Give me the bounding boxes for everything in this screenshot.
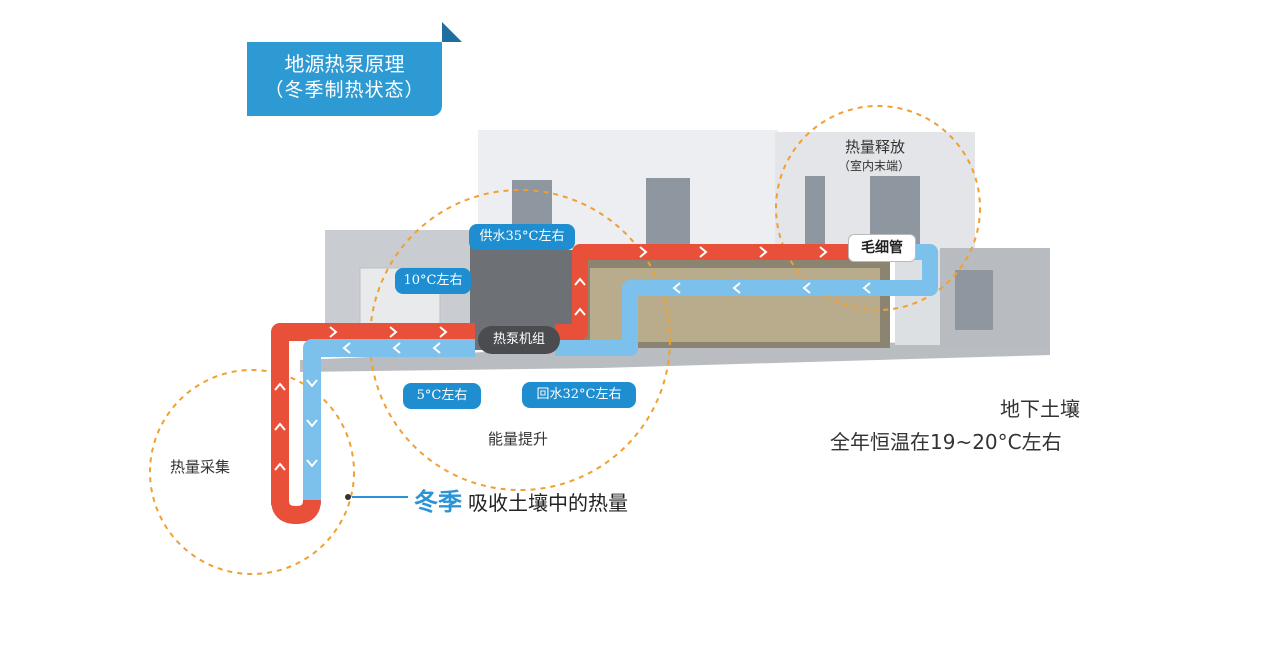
return-water-label: 回水32°C左右: [522, 382, 636, 408]
cold-flow-arrows: [306, 282, 871, 468]
title-line1: 地源热泵原理: [284, 52, 405, 76]
energy-boost-label: 能量提升: [488, 430, 549, 448]
ten-c-label: 10°C左右: [395, 268, 471, 294]
cold-pipe-ground: [303, 339, 475, 505]
constant-temp-label: 全年恒温在19~20°C左右: [830, 430, 1062, 454]
heat-release-label: 热量释放: [845, 138, 906, 156]
window-5: [955, 270, 993, 330]
window-3: [805, 176, 825, 246]
hot-flow-arrows: [274, 246, 828, 471]
winter-caption: 冬季吸收土壤中的热量: [414, 482, 628, 517]
title-box: 地源热泵原理 （冬季制热状态）: [247, 22, 462, 116]
five-c-label: 5°C左右: [403, 383, 481, 409]
capillary-label: 毛细管: [848, 234, 916, 262]
winter-label: 冬季: [414, 488, 462, 516]
hot-pipe-ground: [271, 323, 475, 505]
window-2: [646, 178, 690, 244]
underground-soil-label: 地下土壤: [1000, 397, 1080, 421]
absorb-heat-label: 吸收土壤中的热量: [468, 491, 628, 515]
release-circle: [775, 105, 981, 311]
pipe-u-bend: [271, 499, 321, 525]
hot-pipe-house: [555, 244, 850, 340]
heat-pump-unit: 热泵机组: [478, 326, 560, 354]
supply-water-label: 供水35°C左右: [469, 224, 575, 250]
heat-collection-label: 热量采集: [170, 458, 231, 476]
collection-circle: [149, 369, 355, 575]
cold-pipe-house: [555, 244, 938, 356]
pointer-dot: [345, 494, 351, 500]
title-fold: [442, 22, 462, 42]
title-line2: （冬季制热状态）: [264, 79, 425, 101]
indoor-terminal-label: （室内末端）: [838, 159, 911, 173]
